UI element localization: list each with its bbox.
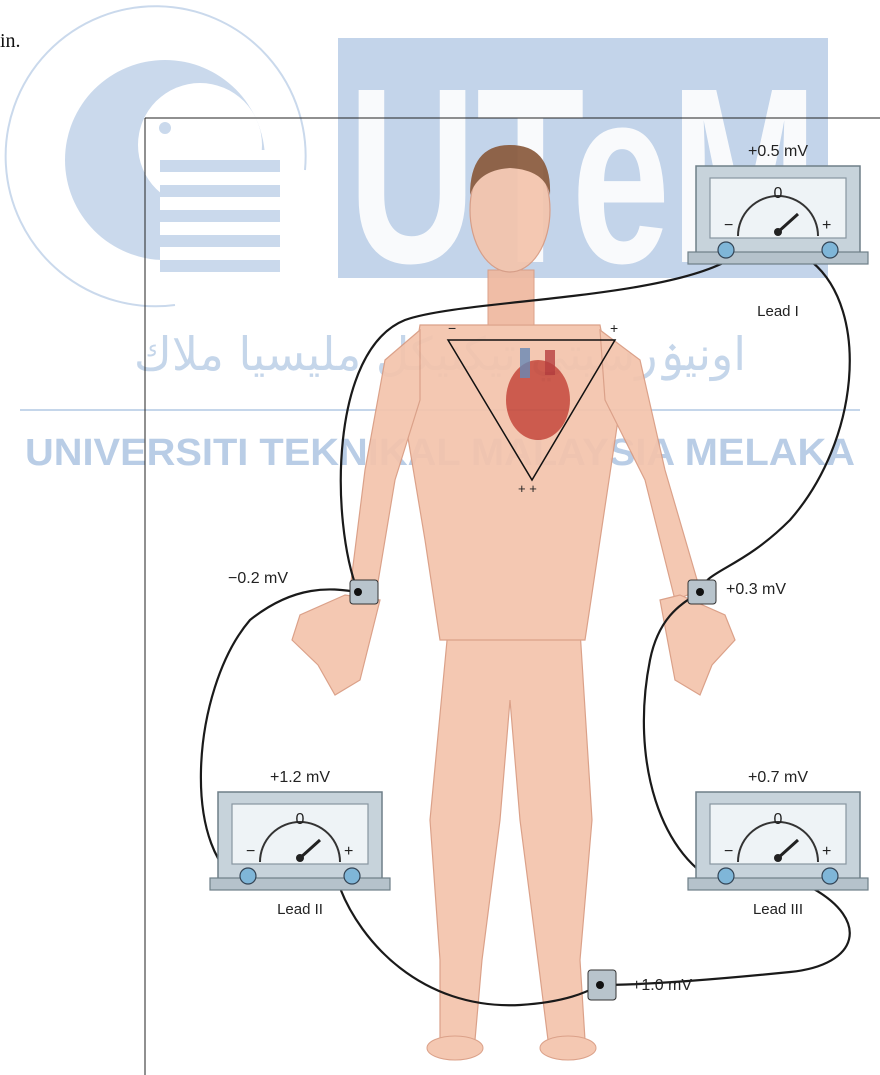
meter-lead-1-plus: +	[822, 217, 831, 234]
left-leg-potential: +1.0 mV	[632, 977, 692, 994]
left-arm-potential: +0.3 mV	[726, 581, 786, 598]
triangle-mark-top-right: +	[610, 320, 618, 336]
meter-lead-2-plus: +	[344, 843, 353, 860]
triangle-mark-top-left: −	[448, 320, 456, 336]
meter-lead-2-reading: +1.2 mV	[270, 769, 330, 786]
meter-lead-2-minus: −	[246, 843, 255, 860]
triangle-mark-bottom: + +	[518, 481, 537, 496]
meter-lead-3-reading: +0.7 mV	[748, 769, 808, 786]
meter-lead-1-minus: −	[724, 217, 733, 234]
meter-lead-1-reading: +0.5 mV	[748, 143, 808, 160]
meter-lead-3-plus: +	[822, 843, 831, 860]
meter-lead-1-name: Lead I	[757, 303, 799, 320]
electrode-right-arm	[350, 580, 378, 604]
meter-lead-3: +0.7 mV 0 − + Lead III	[688, 769, 868, 918]
meter-lead-3-name: Lead III	[753, 901, 803, 918]
meter-lead-2-name: Lead II	[277, 901, 323, 918]
meter-lead-2-zero: 0	[296, 811, 305, 828]
meter-lead-2: +1.2 mV 0 − + Lead II	[210, 769, 390, 918]
watermark-seal	[6, 6, 306, 306]
electrode-left-leg	[588, 970, 616, 1000]
meter-lead-3-minus: −	[724, 843, 733, 860]
right-arm-potential: −0.2 mV	[228, 570, 288, 587]
meter-lead-3-zero: 0	[774, 811, 783, 828]
meter-lead-1-zero: 0	[774, 185, 783, 202]
electrode-left-arm	[688, 580, 716, 604]
